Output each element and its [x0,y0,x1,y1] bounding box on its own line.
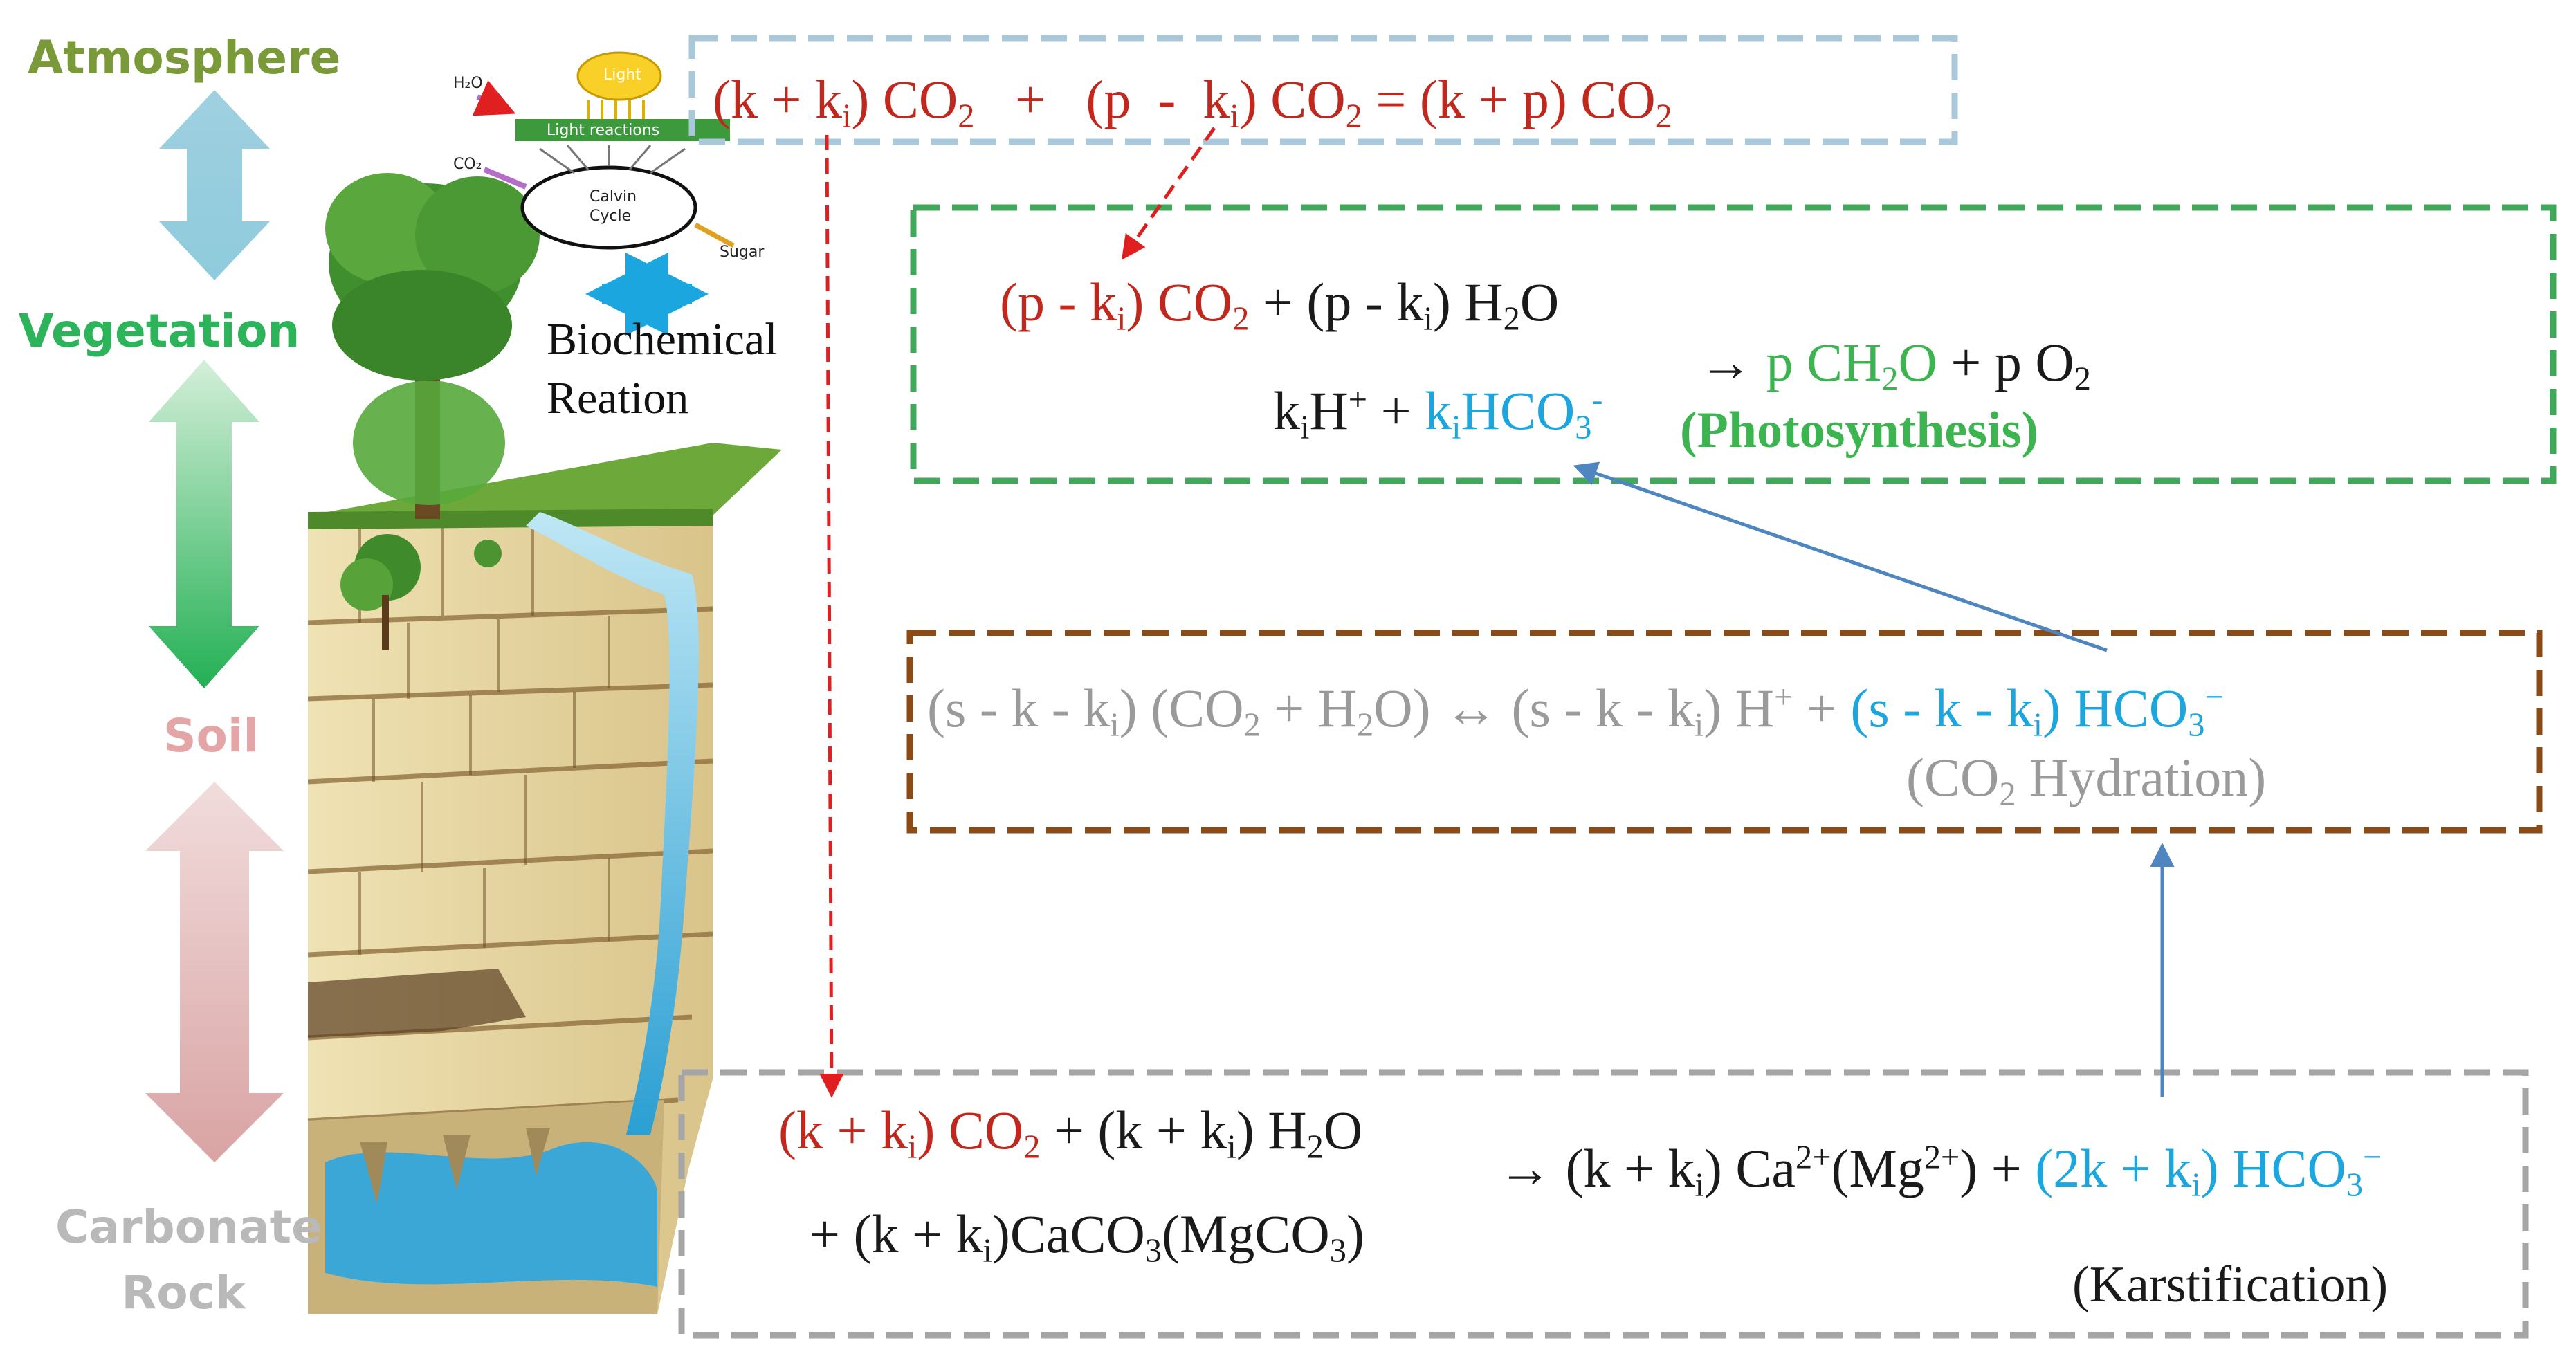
top-reaction-box [688,35,1958,145]
soil-rock-arrow [145,782,284,1162]
tree-illustration [325,173,540,519]
inset-h2o-label: H₂O [453,75,483,92]
photosynthesis-reactants-line2: kiH+ + kiHCO3- [1273,381,1603,446]
vegetation-label: Vegetation [18,304,300,358]
rock-label: Rock [121,1266,246,1319]
hydration-equation: (s - k - ki) (CO2 + H2O) ↔ (s - k - ki) … [927,678,2224,744]
top-co2-balance-equation: (k + ki) CO2 + (p - ki) CO2 = (k + p) CO… [713,69,1672,135]
co2-to-karst-arrow [819,134,844,1098]
photosynthesis-box [910,204,2557,484]
karstification-box [678,1069,2529,1339]
inset-co2-label: CO₂ [453,156,482,173]
photosynthesis-reactants-line1: (p - ki) CO2 + (p - ki) H2O [1000,272,1560,338]
carbonate-label: Carbonate [55,1200,322,1254]
inset-light-reactions-label: Light reactions [547,122,660,139]
inset-light-label: Light [603,66,641,84]
photosynthesis-name: (Photosynthesis) [1680,402,2039,459]
karst-landscape-illustration [307,443,782,1314]
biochemical-label-line2: Reation [547,373,689,423]
hydration-to-photosynthesis-arrow [1573,461,2108,652]
atmosphere-vegetation-arrow [159,90,270,280]
biochemical-label-line1: Biochemical [547,314,778,365]
hydration-name: (CO2 Hydration) [1906,747,2267,813]
karst-name: (Karstification) [2072,1256,2388,1313]
soil-label: Soil [163,709,259,762]
karst-products: → (k + ki) Ca2+(Mg2+) + (2k + ki) HCO3− [1498,1138,2382,1204]
inset-calvin-label: Calvin [590,188,637,205]
vegetation-soil-arrow [149,360,259,688]
photosynthesis-products: → p CH2O + p O2 [1699,332,2091,398]
atmosphere-label: Atmosphere [28,31,341,84]
inset-cycle-label: Cycle [590,208,632,225]
karst-reactants-line2: + (k + ki)CaCO3(MgCO3) [810,1204,1364,1270]
inset-sugar-label: Sugar [720,244,765,261]
co2-to-photosynthesis-arrow [1121,127,1216,260]
hydration-box [906,630,2543,834]
karst-reactants-line1: (k + ki) CO2 + (k + ki) H2O [778,1100,1363,1166]
